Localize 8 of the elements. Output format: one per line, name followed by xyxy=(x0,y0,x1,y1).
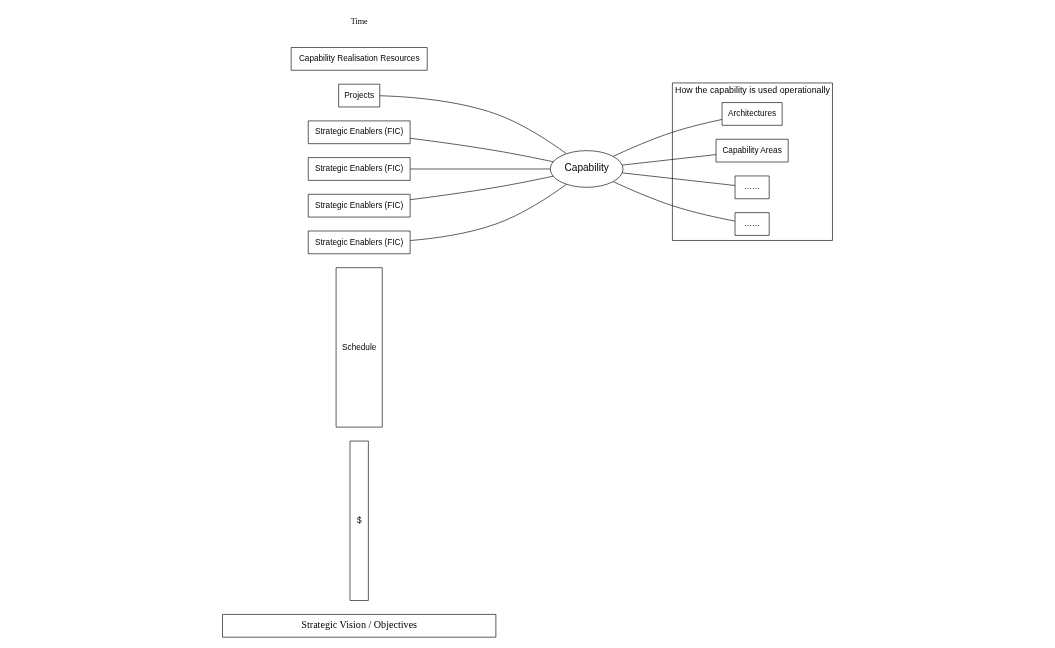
connector xyxy=(409,184,567,241)
node-ellipse: Capability xyxy=(549,150,624,188)
connector xyxy=(612,119,723,157)
connector xyxy=(622,172,736,186)
connector xyxy=(409,175,554,200)
node-box: Strategic Vision / Objectives xyxy=(222,614,497,638)
connector xyxy=(612,181,736,222)
connector xyxy=(622,154,717,166)
